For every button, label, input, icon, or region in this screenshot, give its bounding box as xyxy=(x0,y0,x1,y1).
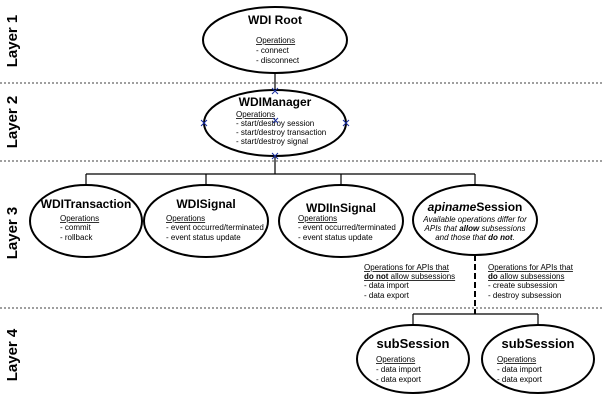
node-wdi-root-op: - disconnect xyxy=(256,56,300,65)
node-apiname-session: apinameSession Available operations diff… xyxy=(412,184,538,256)
selection-handle xyxy=(272,117,279,124)
node-subsession-left-op: - data import xyxy=(376,365,422,374)
note-bold: do xyxy=(488,272,498,281)
connectors xyxy=(85,74,539,327)
node-subsession-left-ops-heading: Operations xyxy=(376,355,415,364)
layer-2-label: Layer 2 xyxy=(4,96,21,149)
layer-1-label: Layer 1 xyxy=(4,15,21,68)
note-no-subsessions: Operations for APIs that do not allow su… xyxy=(364,263,455,300)
node-wdi-transaction-title: WDITransaction xyxy=(41,197,132,211)
node-wdi-transaction-op: - rollback xyxy=(60,233,93,242)
node-subsession-right-ops-heading: Operations xyxy=(497,355,536,364)
node-wdi-manager-op: - start/destroy session xyxy=(236,119,314,128)
note-bold: do not xyxy=(364,272,389,281)
desc-bold: do not xyxy=(488,233,513,242)
node-wdi-root-shape xyxy=(202,6,348,74)
node-wdi-manager-title: WDIManager xyxy=(239,95,312,109)
node-subsession-right-title: subSession xyxy=(502,336,575,351)
node-wdi-transaction-ops-heading: Operations xyxy=(60,214,99,223)
desc-text: APIs that xyxy=(424,224,460,233)
note-no-subsessions-op: - data export xyxy=(364,291,410,300)
node-wdi-signal-shape xyxy=(143,184,269,258)
node-subsession-left-op: - data export xyxy=(376,375,422,384)
selection-handle xyxy=(200,119,208,127)
node-apiname-session-title-rest: Session xyxy=(476,200,522,214)
node-wdi-insignal-ops-heading: Operations xyxy=(298,214,337,223)
node-subsession-right: subSession Operations - data import - da… xyxy=(481,324,595,394)
node-wdi-transaction-shape xyxy=(29,184,143,258)
node-subsession-left-title: subSession xyxy=(377,336,450,351)
node-apiname-session-desc-line2: APIs that allow subsessions xyxy=(424,224,526,233)
note-text: allow subsessions xyxy=(388,272,455,281)
node-wdi-insignal: WDIInSignal Operations - event occurred/… xyxy=(278,184,404,258)
node-apiname-session-shape xyxy=(412,184,538,256)
node-wdi-signal-ops-heading: Operations xyxy=(166,214,205,223)
node-wdi-transaction: WDITransaction Operations - commit - rol… xyxy=(29,184,143,258)
node-wdi-root-ops-heading: Operations xyxy=(256,36,295,45)
desc-text: subsessions xyxy=(479,224,525,233)
node-wdi-signal-op: - event occurred/terminated xyxy=(166,223,264,232)
selection-handle xyxy=(342,119,350,127)
node-wdi-manager-op: - start/destroy transaction xyxy=(236,128,326,137)
layer-3-label: Layer 3 xyxy=(4,207,21,260)
note-no-subsessions-line2: do not allow subsessions xyxy=(364,272,455,281)
node-subsession-left: subSession Operations - data import - da… xyxy=(356,324,470,394)
selection-handles xyxy=(200,87,350,160)
note-with-subsessions-op: - create subsession xyxy=(488,281,557,290)
selection-handle xyxy=(271,152,279,160)
note-no-subsessions-line1: Operations for APIs that xyxy=(364,263,450,272)
node-wdi-transaction-op: - commit xyxy=(60,223,91,232)
selection-handle xyxy=(271,87,279,95)
node-wdi-signal-title: WDISignal xyxy=(176,197,235,211)
note-text: allow subsessions xyxy=(498,272,565,281)
layer-4-label: Layer 4 xyxy=(4,328,21,381)
node-subsession-right-op: - data import xyxy=(497,365,543,374)
node-wdi-manager-op: - start/destroy signal xyxy=(236,137,308,146)
node-subsession-left-shape xyxy=(356,324,470,394)
note-with-subsessions-line1: Operations for APIs that xyxy=(488,263,574,272)
note-with-subsessions: Operations for APIs that do allow subses… xyxy=(488,263,574,300)
node-wdi-manager: WDIManager Operations - start/destroy se… xyxy=(200,87,350,160)
desc-text: . xyxy=(513,233,515,242)
node-apiname-session-title-italic: apiname xyxy=(428,200,477,214)
note-no-subsessions-op: - data import xyxy=(364,281,410,290)
node-wdi-insignal-op: - event status update xyxy=(298,233,373,242)
node-apiname-session-desc-line3: and those that do not. xyxy=(435,233,515,242)
node-wdi-root: WDI Root Operations - connect - disconne… xyxy=(202,6,348,74)
note-with-subsessions-line2: do allow subsessions xyxy=(488,272,564,281)
node-apiname-session-desc-line1: Available operations differ for xyxy=(422,215,527,224)
desc-text: and those that xyxy=(435,233,488,242)
layer-dividers xyxy=(0,82,603,309)
node-subsession-right-op: - data export xyxy=(497,375,543,384)
node-wdi-manager-ops-heading: Operations xyxy=(236,110,275,119)
node-wdi-signal: WDISignal Operations - event occurred/te… xyxy=(143,184,269,258)
node-wdi-insignal-shape xyxy=(278,184,404,258)
node-subsession-right-shape xyxy=(481,324,595,394)
node-wdi-insignal-op: - event occurred/terminated xyxy=(298,223,396,232)
node-wdi-root-op: - connect xyxy=(256,46,290,55)
node-wdi-signal-op: - event status update xyxy=(166,233,241,242)
node-apiname-session-title: apinameSession xyxy=(428,200,523,214)
note-with-subsessions-op: - destroy subsession xyxy=(488,291,561,300)
desc-bold: allow xyxy=(459,224,480,233)
node-wdi-insignal-title: WDIInSignal xyxy=(306,201,376,215)
node-wdi-root-title: WDI Root xyxy=(248,13,302,27)
